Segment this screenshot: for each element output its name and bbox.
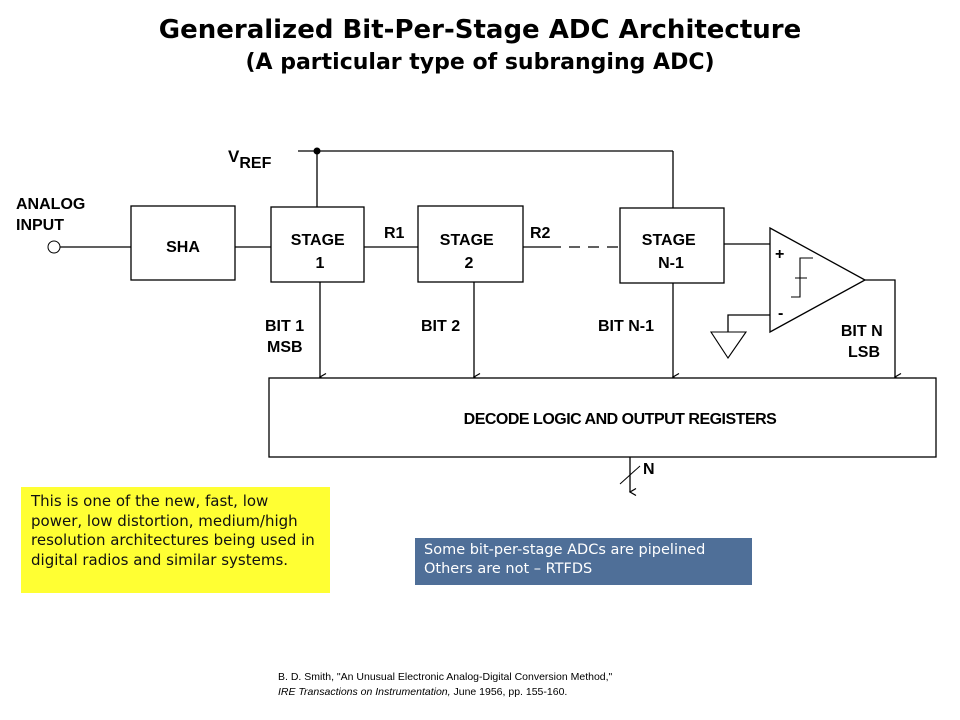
stage-2-block	[417, 205, 524, 283]
ground-icon	[709, 331, 748, 359]
citation-details: June 1956, pp. 155-160.	[450, 686, 568, 698]
stage-2-label: STAGE 2	[440, 232, 498, 272]
bit1-label: BIT 1 MSB	[265, 318, 309, 356]
analog-input-label: ANALOG INPUT	[16, 196, 90, 234]
stage-1-label: STAGE 1	[291, 232, 349, 272]
bus-width-slash	[619, 465, 641, 485]
bit-n1-label: BIT N-1	[598, 318, 654, 335]
slide-subtitle: (A particular type of subranging ADC)	[245, 50, 715, 75]
comparator-output-wire	[865, 279, 895, 377]
r1-label: R1	[384, 225, 405, 242]
stage-1-block	[270, 206, 365, 283]
citation: B. D. Smith, "An Unusual Electronic Anal…	[278, 670, 678, 700]
vref-label: VREF	[228, 147, 272, 172]
decode-logic-block	[268, 377, 937, 458]
ground-wire	[727, 314, 770, 332]
r2-label: R2	[530, 225, 551, 242]
hysteresis-icon	[791, 257, 813, 298]
slide-title: Generalized Bit-Per-Stage ADC Architectu…	[158, 15, 802, 45]
citation-line2: IRE Transactions on Instrumentation, Jun…	[278, 685, 678, 700]
bit2-label: BIT 2	[421, 318, 460, 335]
stage-n-minus-1-label: STAGE N-1	[642, 232, 700, 272]
citation-line1: B. D. Smith, "An Unusual Electronic Anal…	[278, 671, 613, 683]
sha-block	[130, 205, 236, 281]
output-bus-label: N	[643, 461, 655, 478]
stage-n-minus-1-block	[619, 207, 725, 284]
yellow-note: This is one of the new, fast, low power,…	[21, 487, 330, 593]
blue-note-line1: Some bit-per-stage ADCs are pipelined	[424, 542, 706, 558]
sha-label: SHA	[166, 239, 200, 256]
blue-note: Some bit-per-stage ADCs are pipelined Ot…	[415, 538, 752, 585]
analog-input-terminal	[47, 240, 61, 254]
bit-n-label: BIT N LSB	[841, 323, 887, 361]
citation-journal: IRE Transactions on Instrumentation,	[278, 686, 451, 698]
comparator-minus-sign: -	[778, 305, 783, 322]
comparator-triangle	[769, 226, 867, 334]
comparator-plus-sign: +	[775, 246, 784, 263]
blue-note-line2: Others are not – RTFDS	[424, 561, 593, 577]
decode-logic-label: DECODE LOGIC AND OUTPUT REGISTERS	[464, 411, 778, 428]
